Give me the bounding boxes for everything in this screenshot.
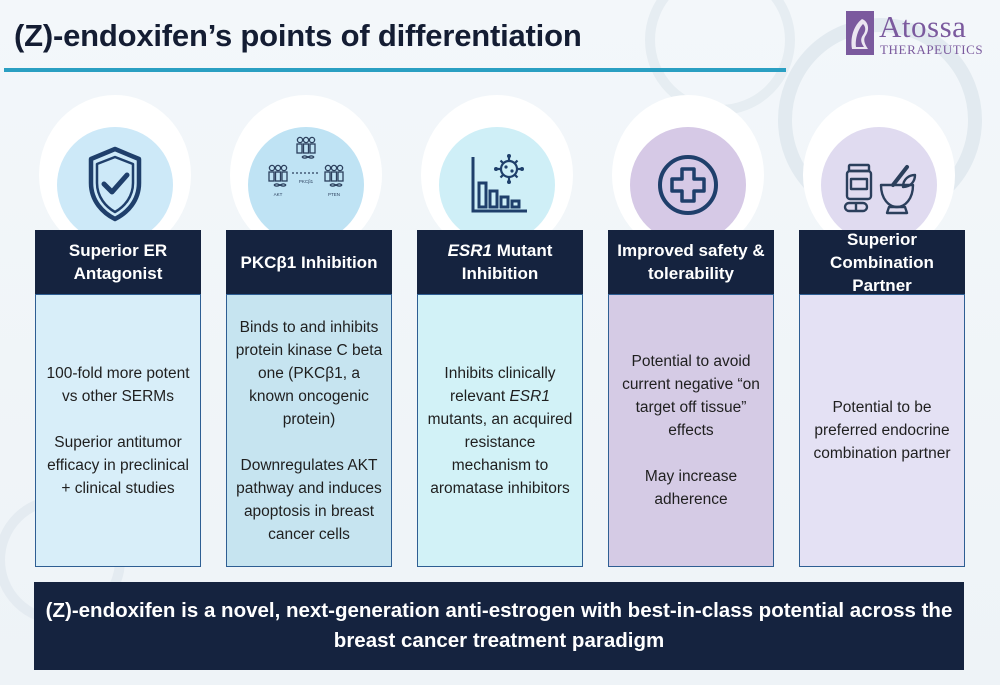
icon-disc xyxy=(821,127,937,243)
heading-italic-esr1: ESR1 xyxy=(447,241,492,260)
logo-subtitle: THERAPEUTICS xyxy=(880,42,984,57)
logo-name: Atossa xyxy=(879,9,967,44)
card-improved-safety: Improved safety & tolerability Potential… xyxy=(608,95,774,567)
card-esr1-mutant-inhibition: ESR1 Mutant Inhibition Inhibits clinical… xyxy=(417,95,583,567)
card-heading: Improved safety & tolerability xyxy=(608,230,774,294)
icon-disc xyxy=(57,127,173,243)
card-paragraph: 100-fold more potent vs other SERMs xyxy=(46,364,190,405)
card-pkcb1-inhibition: PKCβ1 AKT PTEN PKCβ1 Inhibition Binds to… xyxy=(226,95,392,567)
icon-disc xyxy=(439,127,555,243)
card-heading: Superior Combination Partner xyxy=(799,230,965,295)
icon-label-pkcb1: PKCβ1 xyxy=(299,179,314,184)
card-body: Potential to avoid current negative “on … xyxy=(608,294,774,567)
card-body: Potential to be preferred endocrine comb… xyxy=(799,294,965,567)
page-title: (Z)-endoxifen’s points of differentiatio… xyxy=(14,18,582,53)
card-paragraph: Superior antitumor efficacy in preclinic… xyxy=(47,433,189,497)
card-heading: ESR1 Mutant Inhibition xyxy=(417,230,583,294)
icon-label-akt: AKT xyxy=(274,192,283,197)
company-logo: Atossa THERAPEUTICS xyxy=(846,9,986,61)
pill-bottle-mortar-icon xyxy=(843,163,917,215)
card-superior-combination-partner: Superior Combination Partner Potential t… xyxy=(799,95,965,567)
card-heading: Superior ER Antagonist xyxy=(35,230,201,294)
bar-chart-virus-icon xyxy=(471,154,527,213)
icon-disc: PKCβ1 AKT PTEN xyxy=(248,127,364,243)
card-paragraph: Potential to be preferred endocrine comb… xyxy=(813,399,951,462)
summary-banner: (Z)-endoxifen is a novel, next-generatio… xyxy=(34,582,964,670)
logo-emblem-icon xyxy=(846,11,874,55)
shield-check-icon xyxy=(88,146,142,222)
card-superior-er-antagonist: Superior ER Antagonist 100-fold more pot… xyxy=(35,95,201,567)
card-paragraph: Potential to avoid current negative “on … xyxy=(622,353,760,439)
heading-rest: Mutant Inhibition xyxy=(461,241,553,283)
card-heading: PKCβ1 Inhibition xyxy=(226,230,392,294)
card-paragraph: Downregulates AKT pathway and induces ap… xyxy=(236,456,382,543)
card-body: Inhibits clinically relevant ESR1 mutant… xyxy=(417,294,583,567)
medical-cross-icon xyxy=(658,155,718,215)
icon-disc xyxy=(630,127,746,243)
card-paragraph: Binds to and inhibits protein kinase C b… xyxy=(235,318,383,428)
card-body: Binds to and inhibits protein kinase C b… xyxy=(226,294,392,567)
title-underline xyxy=(4,68,786,72)
card-paragraph: Inhibits clinically relevant ESR1 mutant… xyxy=(427,364,573,497)
icon-label-pten: PTEN xyxy=(328,192,340,197)
card-body: 100-fold more potent vs other SERMs Supe… xyxy=(35,294,201,567)
protein-network-icon: PKCβ1 AKT PTEN xyxy=(268,136,344,197)
card-paragraph: May increase adherence xyxy=(644,468,738,508)
